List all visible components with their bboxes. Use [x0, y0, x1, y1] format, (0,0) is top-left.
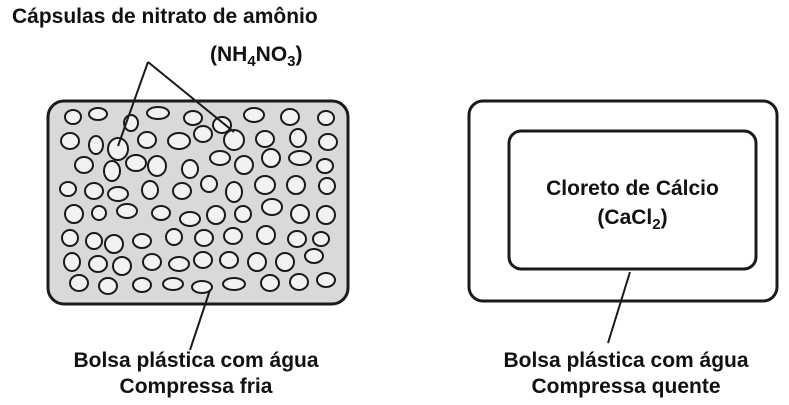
capsule [225, 181, 243, 203]
capsule [209, 150, 231, 166]
capsule [194, 229, 214, 247]
capsule [261, 198, 283, 216]
capsule [261, 148, 281, 168]
capsule [312, 231, 330, 247]
capsule [316, 205, 336, 225]
capsule [318, 177, 336, 195]
capsule [318, 133, 338, 151]
capsule [247, 252, 267, 272]
capsule-pointer-line [147, 61, 235, 133]
capsule [74, 156, 94, 174]
capsule [275, 252, 295, 272]
capsule [88, 107, 108, 121]
capsule [151, 205, 171, 221]
capsule [98, 277, 118, 295]
capsule [317, 110, 335, 126]
capsule [234, 155, 254, 175]
calcium-chloride-formula: (CaCl2) [597, 206, 668, 233]
capsule [290, 204, 310, 224]
calcium-chloride-compartment [507, 129, 758, 271]
hot-pack-name: Compressa quente [531, 375, 721, 398]
capsule [112, 256, 132, 276]
capsule [219, 251, 239, 269]
capsule [60, 132, 80, 150]
capsule [193, 125, 213, 143]
capsule [103, 160, 121, 182]
capsule [289, 128, 307, 148]
capsule [223, 129, 245, 151]
capsule [107, 137, 129, 161]
capsule [146, 106, 170, 120]
capsule [179, 211, 201, 227]
capsule [107, 186, 129, 202]
capsule [255, 130, 275, 148]
capsule [200, 175, 218, 193]
capsule [64, 109, 82, 125]
capsule [280, 108, 300, 126]
capsule [61, 229, 79, 247]
capsule [316, 272, 336, 288]
capsule [260, 274, 280, 292]
capsule [125, 154, 147, 172]
capsule [234, 205, 252, 223]
ammonium-nitrate-capsules [59, 106, 338, 295]
capsule [141, 180, 159, 200]
capsule [183, 110, 203, 126]
capsule [132, 233, 152, 249]
capsule [162, 277, 184, 291]
capsule [304, 248, 324, 264]
capsule [88, 255, 108, 273]
capsule [116, 203, 138, 219]
ammonium-nitrate-formula: (NH4NO3) [210, 43, 303, 70]
capsule [288, 150, 312, 166]
capsule [85, 232, 103, 250]
capsule [256, 225, 276, 245]
capsule [181, 159, 199, 179]
capsule [88, 135, 104, 155]
capsule [104, 234, 124, 254]
capsule [289, 273, 309, 291]
capsule [206, 205, 226, 225]
hot-bag-label: Bolsa plástica com água [503, 349, 749, 372]
capsule [316, 158, 334, 174]
capsule [63, 252, 81, 272]
capsule [168, 256, 190, 272]
capsule [165, 228, 183, 246]
capsule [59, 181, 77, 197]
capsule [222, 277, 246, 291]
capsule [142, 253, 162, 271]
capsule [212, 116, 232, 134]
capsule [191, 280, 213, 294]
cold-bag-label: Bolsa plástica com água [73, 349, 319, 372]
capsules-label: Cápsulas de nitrato de amônio [12, 5, 318, 28]
capsule [69, 274, 89, 292]
capsule [137, 131, 157, 149]
capsule [287, 230, 307, 248]
capsule-pointer-line [117, 61, 149, 147]
hot-bag-pointer-line [607, 271, 631, 344]
capsule [91, 205, 107, 221]
capsule [243, 107, 265, 123]
capsule [64, 204, 84, 224]
cold-bag-pointer-line [189, 289, 211, 351]
capsule [223, 227, 243, 245]
capsule [254, 175, 276, 195]
capsule [84, 182, 104, 200]
cold-pack-name: Compressa fria [119, 375, 273, 398]
capsule [147, 155, 167, 177]
capsule [286, 175, 306, 195]
capsule [172, 182, 192, 200]
capsule [167, 132, 191, 150]
capsule [132, 277, 152, 293]
calcium-chloride-name: Cloreto de Cálcio [546, 177, 719, 200]
capsule [193, 251, 213, 269]
